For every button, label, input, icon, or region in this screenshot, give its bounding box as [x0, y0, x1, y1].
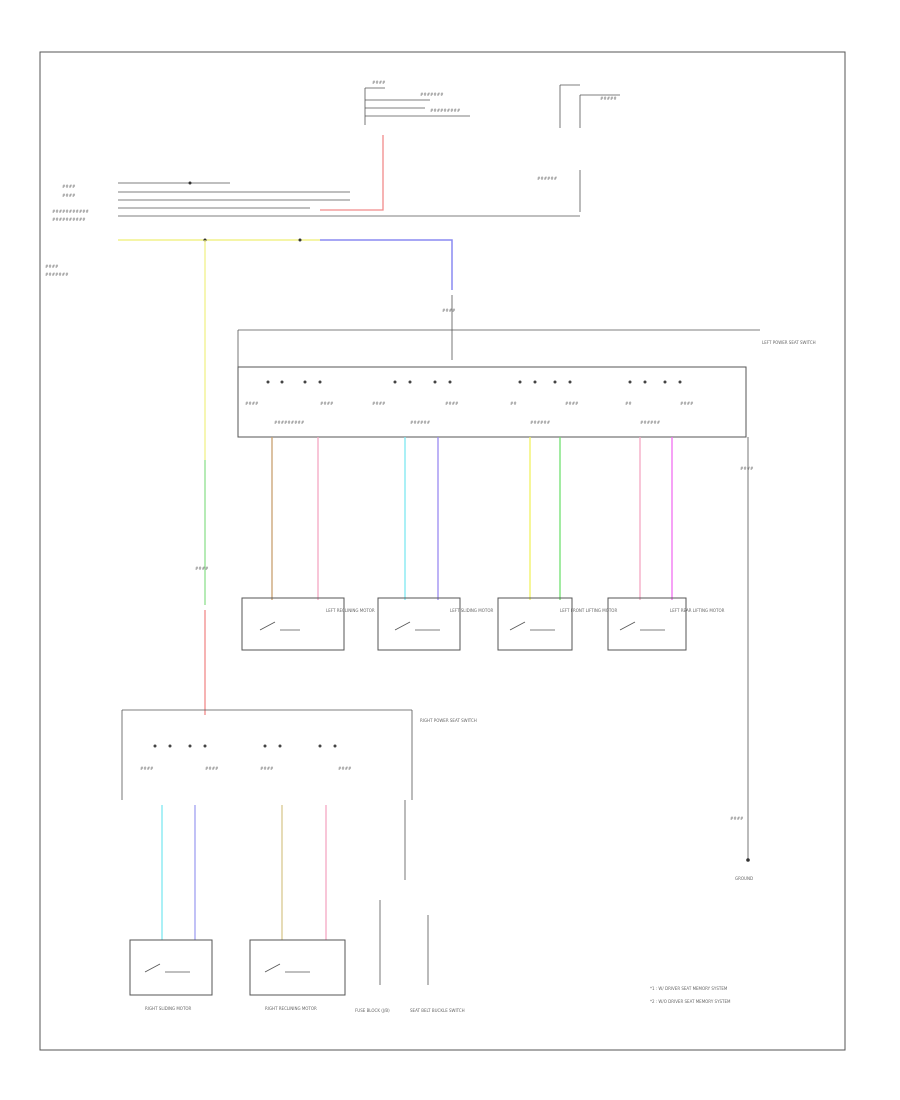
fuse-block-label: FUSE BLOCK (J/B)	[355, 1008, 390, 1013]
top-connector-bank: #### #### ########### ##########	[52, 181, 580, 222]
seat-belt-buckle-switch-label: SEAT BELT BUCKLE SWITCH	[410, 1008, 465, 1013]
svg-text:##########: ##########	[52, 217, 86, 222]
fuse-box-top: #### ####### #########	[364, 80, 470, 125]
svg-text:####: ####	[445, 401, 459, 406]
svg-text:###########: ###########	[52, 209, 90, 214]
svg-text:####: ####	[338, 766, 352, 771]
svg-text:#########: #########	[274, 420, 305, 425]
svg-text:####: ####	[442, 308, 456, 313]
svg-text:####: ####	[320, 401, 334, 406]
left-front-lifting-motor: LEFT FRONT LIFTING MOTOR	[497, 597, 617, 651]
svg-text:######: ######	[530, 420, 551, 425]
svg-text:####: ####	[62, 184, 76, 189]
svg-text:######: ######	[537, 176, 558, 181]
right-power-seat-switch: RIGHT POWER SEAT SWITCH #### #### #### ###…	[121, 709, 477, 800]
svg-text:####: ####	[195, 566, 209, 571]
svg-text:####: ####	[740, 466, 754, 471]
svg-text:######: ######	[410, 420, 431, 425]
svg-text:######: ######	[640, 420, 661, 425]
svg-text:####: ####	[205, 766, 219, 771]
svg-text:####: ####	[45, 264, 59, 269]
left-power-seat-switch: LEFT POWER SEAT SWITCH ######## ########…	[237, 329, 816, 438]
svg-text:####: ####	[730, 816, 744, 821]
buckle-switch-group: FUSE BLOCK (J/B) SEAT BELT BUCKLE SWITCH	[355, 800, 465, 1013]
left-front-lifting-motor-label: LEFT FRONT LIFTING MOTOR	[560, 608, 617, 613]
left-rear-lifting-motor-label: LEFT REAR LIFTING MOTOR	[670, 608, 725, 613]
right-reclining-motor-label: RIGHT RECLINING MOTOR	[265, 1006, 317, 1011]
svg-text:####: ####	[372, 80, 386, 85]
right-sliding-motor-label: RIGHT SLIDING MOTOR	[145, 1006, 192, 1011]
svg-text:##: ##	[625, 401, 632, 406]
wire-red-top	[320, 135, 384, 211]
svg-text:#######: #######	[420, 92, 444, 97]
fuse-box-top-right: ##### ######	[537, 84, 620, 212]
svg-text:####: ####	[680, 401, 694, 406]
svg-text:####: ####	[565, 401, 579, 406]
diagram-frame	[39, 51, 846, 1051]
switch-rear-lift: ###### ######	[625, 380, 694, 425]
svg-text:##: ##	[510, 401, 517, 406]
ground-right: #### GROUND	[730, 816, 753, 881]
svg-text:#########: #########	[430, 108, 461, 113]
svg-text:####: ####	[260, 766, 274, 771]
left-rear-lifting-motor: LEFT REAR LIFTING MOTOR	[607, 597, 725, 651]
svg-text:####: ####	[245, 401, 259, 406]
right-power-seat-switch-label: RIGHT POWER SEAT SWITCH	[420, 718, 477, 723]
ground-right-label: GROUND	[735, 876, 753, 881]
left-reclining-motor: LEFT RECLINING MOTOR	[241, 597, 375, 651]
left-reclining-motor-label: LEFT RECLINING MOTOR	[326, 608, 375, 613]
svg-text:####: ####	[62, 193, 76, 198]
legend-item-2: *2 : W/O DRIVER SEAT MEMORY SYSTEM	[650, 999, 731, 1004]
right-reclining-motor: RIGHT RECLINING MOTOR	[249, 939, 346, 1011]
switch-recline: #### #### #########	[245, 380, 334, 425]
switch-front-lift: ###### ######	[510, 380, 579, 425]
left-sliding-motor: LEFT SLIDING MOTOR	[377, 597, 493, 651]
legend-item-1: *1 : W/ DRIVER SEAT MEMORY SYSTEM	[650, 986, 728, 991]
right-sliding-motor: RIGHT SLIDING MOTOR	[129, 939, 213, 1011]
switch-slide: #### #### ######	[372, 380, 459, 425]
legend: *1 : W/ DRIVER SEAT MEMORY SYSTEM *2 : W…	[650, 986, 731, 1004]
wire-blue-bus	[320, 239, 453, 290]
left-power-seat-switch-label: LEFT POWER SEAT SWITCH	[762, 340, 816, 345]
svg-text:#####: #####	[600, 96, 617, 101]
svg-text:#######: #######	[45, 272, 69, 277]
svg-text:####: ####	[372, 401, 386, 406]
svg-text:####: ####	[140, 766, 154, 771]
left-sliding-motor-label: LEFT SLIDING MOTOR	[450, 608, 493, 613]
